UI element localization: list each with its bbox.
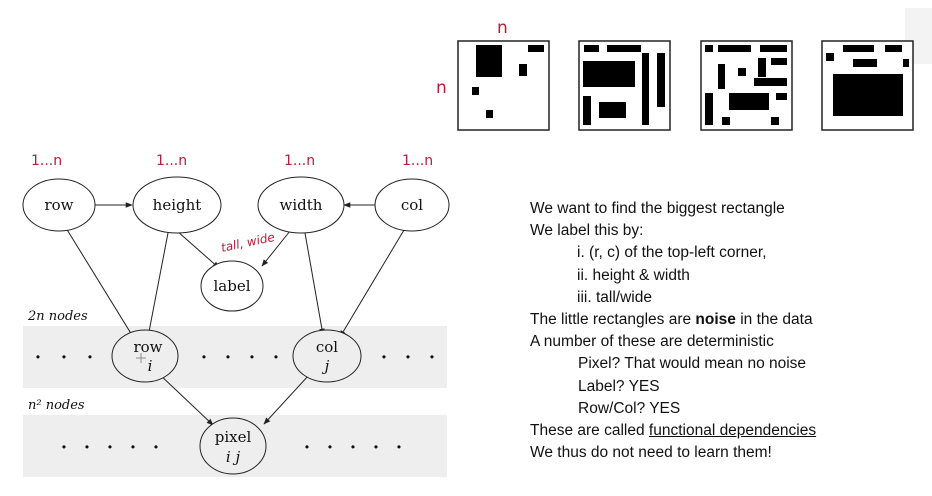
svg-text:•: • — [250, 350, 254, 364]
note-line-2: We label this by: — [530, 222, 644, 240]
svg-text:•: • — [374, 440, 378, 454]
svg-text:•: • — [36, 350, 40, 364]
grid-side-label: n — [436, 78, 447, 98]
note-item-2: ii. height & width — [577, 266, 690, 284]
note-sub-2: Label? YES — [578, 377, 660, 395]
svg-text:•: • — [382, 350, 386, 364]
node-height: height — [132, 176, 222, 234]
svg-text:•: • — [202, 350, 206, 364]
ellipsis-dots: • • • • • • • • • • • • • • • • • • • • — [36, 350, 434, 454]
grid-figures: n n — [436, 18, 914, 131]
grid-2 — [578, 40, 671, 131]
svg-text:•: • — [62, 440, 66, 454]
svg-text:•: • — [406, 350, 410, 364]
grid-4 — [821, 40, 914, 131]
svg-text:•: • — [226, 350, 230, 364]
svg-text:pixel: pixel — [215, 428, 252, 446]
edges — [65, 202, 405, 426]
edge-height-rowi — [146, 232, 169, 338]
edge-width-label — [261, 230, 291, 267]
grid-3 — [700, 40, 793, 131]
svg-text:•: • — [430, 350, 434, 364]
svg-text:j: j — [322, 357, 330, 375]
svg-text:col: col — [316, 338, 338, 356]
note-line-5: These are called functional dependencies — [530, 422, 817, 440]
svg-text:label: label — [213, 277, 250, 295]
note-line-1: We want to find the biggest rectangle — [530, 200, 785, 217]
svg-text:height: height — [153, 196, 202, 214]
note-line-4: A number of these are deterministic — [530, 333, 774, 351]
svg-text:col: col — [401, 196, 423, 214]
note-item-1: i. (r, c) of the top-left corner, — [577, 244, 767, 262]
node-pixel: pixel i j — [199, 417, 267, 475]
node-label: label — [200, 260, 264, 312]
note-sub-1: Pixel? That would mean no noise — [578, 355, 807, 373]
band-labels: 2n nodes n² nodes — [27, 309, 88, 413]
node-row-i: row i — [111, 329, 179, 383]
band1-label: 2n nodes — [27, 309, 88, 324]
svg-text:i: i — [148, 357, 153, 375]
edge-col-colj — [339, 229, 405, 338]
range-label-height: 1...n — [156, 153, 187, 169]
note-item-3: iii. tall/wide — [577, 288, 652, 306]
svg-text:row: row — [44, 196, 73, 214]
svg-text:•: • — [351, 440, 355, 454]
edge-colj-pixel — [263, 374, 310, 425]
node-row: row — [22, 178, 96, 232]
nodes: row height width col label row i col j — [22, 176, 450, 475]
cursor-crosshair-icon — [136, 353, 146, 363]
svg-text:•: • — [108, 440, 112, 454]
svg-text:•: • — [131, 440, 135, 454]
svg-text:•: • — [328, 440, 332, 454]
svg-text:•: • — [274, 350, 278, 364]
functional-dependencies-term: functional dependencies — [648, 422, 817, 440]
note-sub-3: Row/Col? YES — [578, 399, 681, 417]
svg-text:row: row — [133, 338, 162, 356]
svg-text:•: • — [305, 440, 309, 454]
edge-rowi-pixel — [157, 372, 214, 426]
svg-text:•: • — [154, 440, 158, 454]
grid-top-label: n — [497, 18, 508, 38]
note-line-6: We thus do not need to learn them! — [530, 444, 772, 462]
note-line-3: The little rectangles are noise in the d… — [530, 311, 813, 329]
svg-text:width: width — [280, 196, 323, 214]
range-label-width: 1...n — [284, 153, 315, 169]
node-col: col — [374, 178, 450, 232]
edge-row-rowi — [65, 227, 136, 341]
grid-1 — [457, 40, 550, 131]
node-width: width — [257, 176, 345, 234]
svg-text:i j: i j — [226, 448, 241, 466]
svg-text:•: • — [88, 350, 92, 364]
label-annotation: tall, wide — [220, 230, 276, 255]
svg-text:•: • — [397, 440, 401, 454]
node-col-j: col j — [292, 329, 362, 383]
svg-text:•: • — [62, 350, 66, 364]
range-labels: 1...n 1...n 1...n 1...n — [31, 153, 433, 169]
band2-label: n² nodes — [28, 398, 85, 413]
edge-width-colj — [304, 232, 325, 336]
svg-text:•: • — [85, 440, 89, 454]
range-label-row: 1...n — [31, 153, 62, 169]
range-label-col: 1...n — [402, 153, 433, 169]
band-row-col — [23, 326, 447, 388]
notes-text: We want to find the biggest rectangle We… — [530, 198, 925, 464]
edge-height-label — [176, 230, 220, 269]
